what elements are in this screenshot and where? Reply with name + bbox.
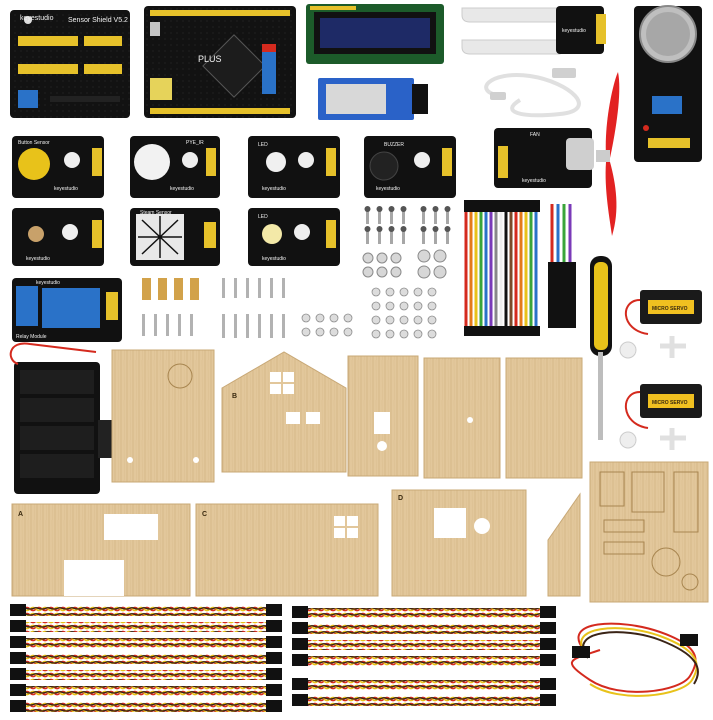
wood-panel-mid-3 (505, 357, 583, 479)
fan-module: FAN keyestudio (494, 72, 620, 236)
sensor-cables-middle (292, 606, 556, 706)
button-module: Button Sensor keyestudio (12, 136, 104, 198)
wood-panel-a: A (11, 503, 191, 597)
led-module-1: LED keyestudio (248, 136, 340, 198)
pyeir-label: PYE_IR (186, 140, 204, 146)
long-screws (142, 278, 285, 338)
wood-parts-sheet (589, 461, 709, 603)
usb-cable (484, 68, 581, 118)
buzzer-label: BUZZER (384, 142, 404, 148)
soil-moisture-sensor: keyestudio (461, 6, 606, 55)
lcd-display-module (306, 4, 444, 64)
pir-module: PYE_IR keyestudio (130, 136, 220, 198)
screwdriver (590, 256, 612, 440)
wood-panel-c: C (195, 503, 379, 597)
keyestudio-label-relay: keyestudio (36, 280, 60, 286)
small-screws (364, 206, 451, 244)
keyestudio-label-shield: keyestudio (20, 15, 54, 22)
bluetooth-module (318, 78, 428, 120)
steam-sensor-module: Steam Sensor (130, 208, 220, 266)
sensor-cables-left (10, 604, 282, 712)
sensor-shield-board: keyestudio Sensor Shield V5.2 (10, 10, 130, 118)
keyestudio-label-buzzer: keyestudio (376, 186, 400, 192)
copper-standoffs (142, 278, 199, 300)
screw-set-right (626, 190, 700, 264)
servo-label-2: MICRO SERVO (652, 400, 688, 406)
wood-panel-mid-1 (347, 355, 419, 477)
keyestudio-label-fan: keyestudio (522, 178, 546, 184)
keyestudio-label-led1: keyestudio (262, 186, 286, 192)
servo-label-1: MICRO SERVO (652, 306, 688, 312)
hex-nuts (362, 249, 447, 279)
battery-holder (9, 342, 112, 494)
nut-grid (301, 287, 437, 339)
plus-label: PLUS (198, 54, 222, 64)
relay-module-label: Relay Module (16, 334, 47, 340)
wood-panel-house-b: B (221, 351, 347, 473)
keyestudio-label-button: keyestudio (54, 186, 78, 192)
fan-label: FAN (530, 132, 540, 138)
keyestudio-label-photo: keyestudio (26, 256, 50, 262)
button-sensor-label: Button Sensor (18, 140, 50, 146)
keyestudio-label-pir: keyestudio (170, 186, 194, 192)
panel-a-label: A (18, 511, 23, 518)
photocell-module: keyestudio (12, 208, 104, 266)
wood-panel-gable (547, 492, 581, 597)
panel-b-label: B (232, 393, 237, 400)
jumper-wire-bundle (462, 200, 542, 338)
led-label-2: LED (258, 214, 268, 220)
relay-module: keyestudio Relay Module (12, 278, 122, 342)
sensor-shield-label: Sensor Shield V5.2 (68, 17, 128, 24)
steam-sensor-label: Steam Sensor (140, 210, 172, 216)
led-label-1: LED (258, 142, 268, 148)
sensor-cable-loop (570, 622, 699, 697)
keyestudio-label-led2: keyestudio (262, 256, 286, 262)
dupont-connector-wires (548, 204, 576, 328)
buzzer-module: BUZZER keyestudio (364, 136, 456, 198)
servo-motor-2: MICRO SERVO (619, 384, 702, 450)
plus-main-board: PLUS (144, 6, 296, 118)
panel-d-label: D (398, 495, 403, 502)
servo-motor-1: MICRO SERVO (619, 290, 702, 359)
wood-panel-d: D (391, 489, 527, 597)
panel-c-label: C (202, 511, 207, 518)
keyestudio-label-soil: keyestudio (562, 28, 586, 34)
wood-panel-side-top (111, 349, 215, 483)
led-module-2: LED keyestudio (248, 208, 340, 266)
gas-sensor-module (634, 5, 702, 162)
wood-panel-mid-2 (423, 357, 501, 479)
